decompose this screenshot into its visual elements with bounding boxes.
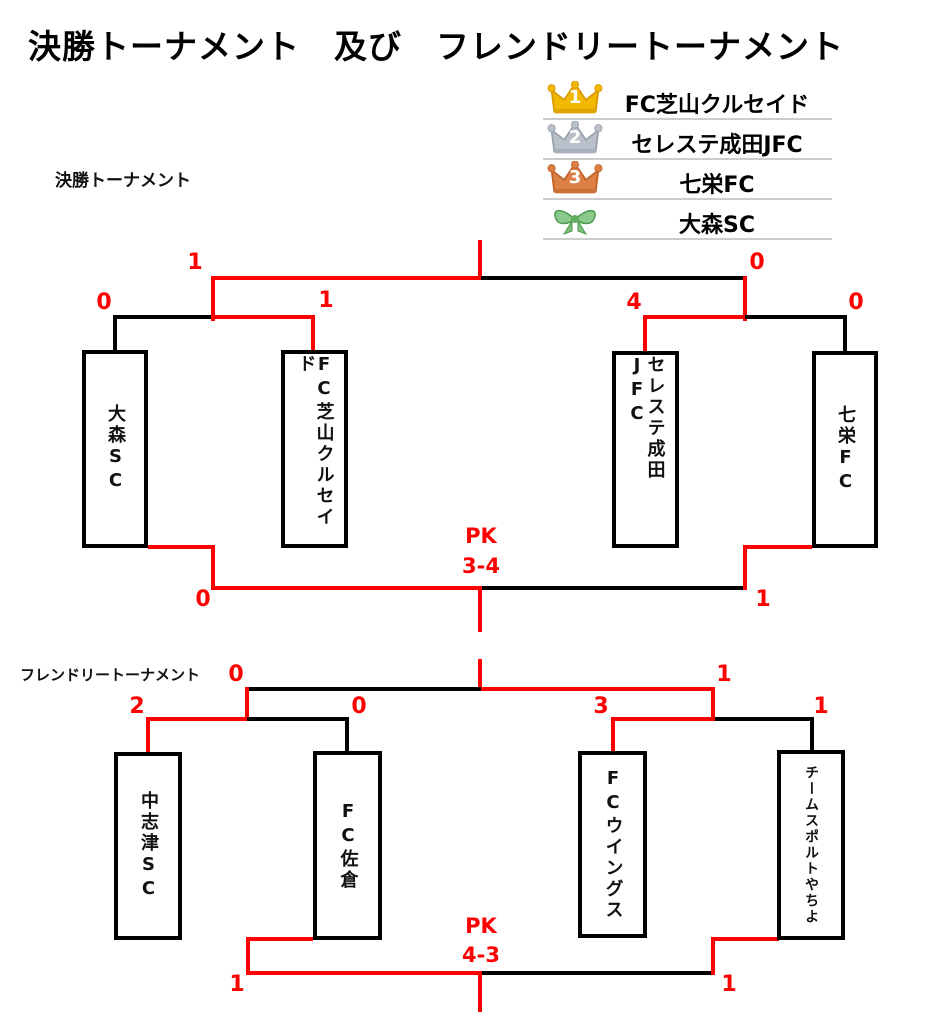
finals-final-drop-right bbox=[743, 276, 747, 321]
finals-final-score-right: 0 bbox=[749, 250, 765, 275]
friendly-semi-right-drop-left bbox=[611, 717, 615, 753]
friendly-semi-left-score-right: 0 bbox=[351, 694, 367, 719]
finals-third-drop-right bbox=[743, 545, 747, 590]
finals-semi-right-score-left: 4 bbox=[626, 290, 642, 315]
friendly-third-line-from-right-box bbox=[711, 937, 779, 941]
team-box-oomori-sc: 大森SC bbox=[82, 350, 148, 548]
green-ribbon-icon bbox=[554, 209, 596, 235]
finals-final-drop-left bbox=[211, 276, 215, 321]
standings-row-2: 2 セレステ成田JFC bbox=[543, 120, 832, 160]
team-box-fc-shibayama-crusade: FC芝山クルセイド bbox=[281, 350, 348, 548]
finals-semi-right-drop-right bbox=[843, 315, 847, 355]
finals-semi-left-line-right bbox=[211, 315, 315, 319]
finals-semi-left-score-right: 1 bbox=[318, 288, 334, 313]
standings-row-1: 1 FC芝山クルセイド bbox=[543, 80, 832, 120]
finals-final-line-right bbox=[481, 276, 747, 280]
friendly-semi-right-score-right: 1 bbox=[813, 694, 829, 719]
finals-third-pk-label: PK bbox=[465, 524, 497, 548]
standings-team-name: 七栄FC bbox=[679, 173, 755, 198]
rank-number: 1 bbox=[568, 87, 582, 108]
friendly-final-score-right: 1 bbox=[716, 662, 732, 687]
finals-third-line-from-right-box bbox=[745, 545, 812, 549]
standings-row-4: 大森SC bbox=[543, 200, 832, 240]
silver-crown-icon bbox=[547, 121, 603, 154]
rank-number: 2 bbox=[568, 127, 582, 148]
friendly-semi-left-drop-right bbox=[345, 717, 349, 753]
finals-third-score-left: 0 bbox=[195, 587, 211, 612]
friendly-third-pk-score: 4-3 bbox=[462, 943, 500, 967]
friendly-semi-left-line-left bbox=[146, 717, 247, 721]
team-name: FC佐倉 bbox=[337, 800, 359, 891]
team-box-fc-sakura: FC佐倉 bbox=[313, 751, 382, 940]
team-box-nakashizu-sc: 中志津SC bbox=[114, 752, 182, 940]
friendly-third-score-left: 1 bbox=[229, 972, 245, 997]
friendly-third-line-right bbox=[481, 971, 713, 975]
standings-table: 1 FC芝山クルセイド 2 セレステ成田JFC 3 七栄FC bbox=[543, 80, 832, 240]
team-name: FC芝山クルセイド bbox=[295, 354, 335, 528]
friendly-semi-right-line-right bbox=[715, 717, 814, 721]
finals-third-line-from-left-box bbox=[148, 545, 213, 549]
friendly-final-line-right bbox=[481, 687, 715, 691]
friendly-semi-left-score-left: 2 bbox=[129, 694, 145, 719]
finals-third-line-left bbox=[211, 586, 481, 590]
friendly-third-pk-label: PK bbox=[465, 914, 497, 938]
finals-third-drop-left bbox=[211, 545, 215, 590]
finals-semi-right-line-right bbox=[745, 315, 847, 319]
friendly-semi-left-drop-left bbox=[146, 717, 150, 754]
finals-semi-left-drop-left bbox=[113, 315, 117, 354]
friendly-third-drop-right bbox=[711, 937, 715, 975]
finals-winner-stub-line bbox=[478, 240, 482, 278]
friendly-third-line-from-left-box bbox=[246, 937, 313, 941]
friendly-third-line-left bbox=[246, 971, 481, 975]
friendly-semi-right-line-left bbox=[611, 717, 715, 721]
gold-crown-icon bbox=[547, 81, 603, 114]
friendly-bracket-heading: フレンドリートーナメント bbox=[20, 666, 201, 684]
finals-semi-right-drop-left bbox=[643, 315, 647, 355]
friendly-final-score-left: 0 bbox=[228, 662, 244, 687]
team-box-team-sporto-yachiyo: チームスポルトやちよ bbox=[777, 750, 845, 940]
finals-semi-left-line-left bbox=[113, 315, 213, 319]
friendly-semi-left-line-right bbox=[247, 717, 349, 721]
team-name: 大森SC bbox=[105, 404, 126, 494]
friendly-final-drop-left bbox=[245, 687, 249, 721]
friendly-winner-stub-line bbox=[478, 659, 482, 691]
standings-team-name: FC芝山クルセイド bbox=[624, 93, 810, 118]
finals-third-score-right: 1 bbox=[755, 587, 771, 612]
finals-bracket-heading: 決勝トーナメント bbox=[55, 171, 191, 191]
rank-number: 3 bbox=[568, 167, 582, 188]
team-name: 七栄FC bbox=[835, 404, 856, 495]
finals-third-pk-score: 3-4 bbox=[462, 554, 500, 578]
finals-semi-right-score-right: 0 bbox=[848, 290, 864, 315]
finals-semi-left-drop-right bbox=[311, 315, 315, 354]
friendly-final-drop-right bbox=[711, 687, 715, 721]
standings-row-3: 3 七栄FC bbox=[543, 160, 832, 200]
team-name: FCウイングス bbox=[602, 768, 624, 921]
friendly-third-winner-stub-line bbox=[478, 971, 482, 1012]
finals-final-line-left bbox=[211, 276, 481, 280]
finals-semi-right-line-left bbox=[643, 315, 747, 319]
bronze-crown-icon bbox=[547, 161, 603, 194]
friendly-semi-right-drop-right bbox=[810, 717, 814, 752]
team-box-celeste-narita-jfc: セレステ成田JFC bbox=[612, 351, 679, 548]
team-name: チームスポルトやちよ bbox=[803, 765, 819, 925]
finals-final-score-left: 1 bbox=[187, 250, 203, 275]
team-box-nanae-fc: 七栄FC bbox=[812, 351, 878, 548]
standings-team-name: セレステ成田JFC bbox=[631, 133, 803, 158]
finals-third-winner-stub-line bbox=[478, 586, 482, 632]
friendly-third-score-right: 1 bbox=[721, 972, 737, 997]
team-box-fc-wings: FCウイングス bbox=[578, 751, 647, 938]
finals-semi-left-score-left: 0 bbox=[96, 290, 112, 315]
standings-team-name: 大森SC bbox=[679, 213, 755, 238]
finals-third-line-right bbox=[481, 586, 747, 590]
team-name: セレステ成田JFC bbox=[626, 355, 666, 481]
team-name: 中志津SC bbox=[138, 790, 159, 902]
friendly-final-line-left bbox=[245, 687, 481, 691]
page-title: 決勝トーナメント 及び フレンドリートーナメント bbox=[28, 27, 844, 66]
friendly-semi-right-score-left: 3 bbox=[593, 694, 609, 719]
friendly-third-drop-left bbox=[246, 937, 250, 975]
